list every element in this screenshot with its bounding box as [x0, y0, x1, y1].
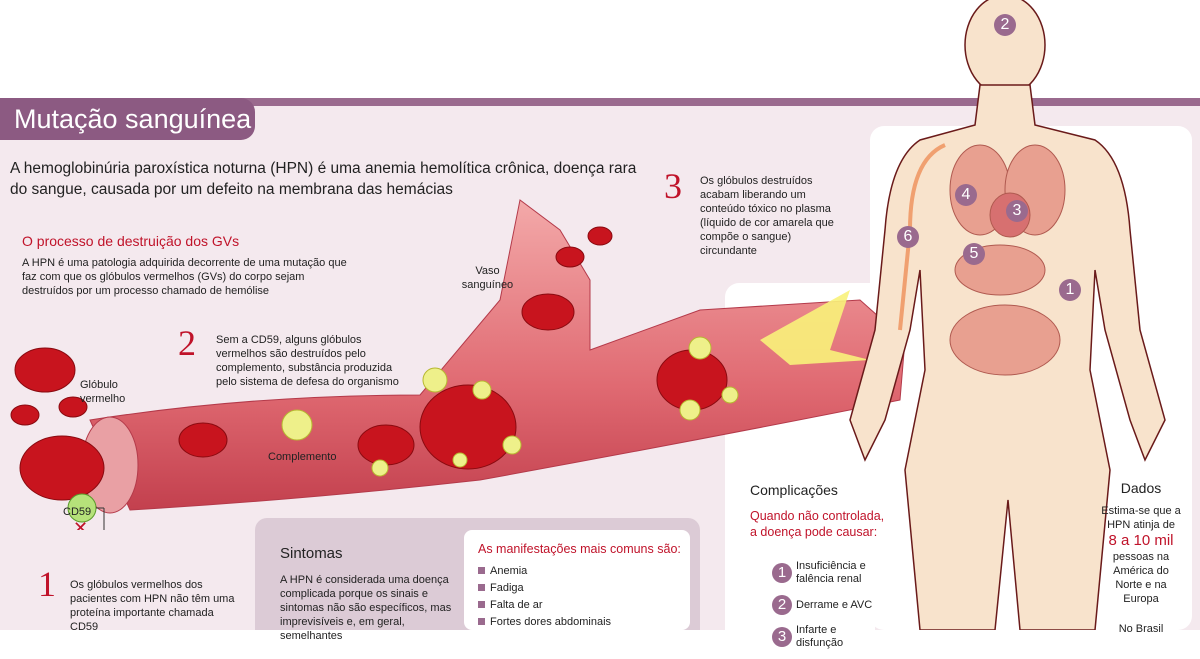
- red-cell: [178, 422, 228, 458]
- organs: [949, 144, 1066, 376]
- vessel-label: Vaso sanguíneo: [461, 265, 514, 291]
- body-marker-2: 2: [994, 14, 1016, 36]
- symptom-item: Fadiga: [478, 581, 611, 595]
- symptom-item: Fortes dores abdominais: [478, 615, 611, 629]
- symptoms-list: As manifestações mais comuns são: Anemia…: [464, 530, 690, 630]
- red-cell: [357, 424, 415, 466]
- blood-vessel-arm: [898, 143, 946, 331]
- red-cell: [587, 226, 613, 246]
- symptom-item: Falta de ar: [478, 598, 611, 612]
- facts-brazil: No Brasil: [1118, 623, 1164, 635]
- intro-text: A hemoglobinúria paroxística noturna (HP…: [10, 160, 637, 198]
- red-cells: [10, 226, 728, 501]
- process-heading: O processo de destruição dos GVs: [22, 233, 240, 249]
- facts-heading: Dados: [1120, 480, 1162, 496]
- red-cell: [58, 396, 88, 418]
- facts-box: Dados Estima-se que a HPN atinja de 8 a …: [1100, 480, 1182, 636]
- red-cell: [10, 404, 40, 426]
- facts-post: pessoas na América do Norte e na Europa: [1112, 551, 1170, 605]
- complications-subheading: Quando não controlada, a doença pode cau…: [750, 509, 885, 539]
- red-cell: [555, 246, 585, 268]
- cd59-label: CD59: [63, 506, 92, 518]
- facts-pre: Estima-se que a HPN atinja de: [1101, 505, 1181, 531]
- page-title: Mutação sanguínea: [0, 98, 255, 140]
- symptom-item: Anemia: [478, 564, 611, 578]
- step-1-text: Os glóbulos vermelhos dos pacientes com …: [70, 579, 235, 633]
- body-marker-1: 1: [1059, 279, 1081, 301]
- missing-x-icon: ✕: [73, 518, 88, 530]
- red-cell: [19, 435, 105, 501]
- facts-highlight: 8 a 10 mil: [1108, 532, 1174, 549]
- header-band: [0, 98, 1200, 106]
- complement-particles: [281, 336, 739, 477]
- step-3-text: Os glóbulos destruídos acabam liberando …: [700, 175, 834, 257]
- step-1-number: 1: [38, 564, 56, 604]
- body-marker-3: 3: [1006, 200, 1028, 222]
- toxic-release: [760, 290, 870, 365]
- human-body-illustration: [849, 0, 1166, 630]
- body-marker-6: 6: [897, 226, 919, 248]
- red-cell-label: Glóbulo vermelho: [80, 379, 126, 405]
- red-cell: [419, 384, 517, 470]
- complement-label: Complemento: [268, 451, 337, 463]
- body-marker-4: 4: [955, 184, 977, 206]
- symptoms-list-heading: As manifestações mais comuns são:: [478, 542, 681, 556]
- symptoms-heading: Sintomas: [280, 545, 343, 562]
- step-2-number: 2: [178, 323, 196, 363]
- step-2-text: Sem a CD59, alguns glóbulos vermelhos sã…: [216, 334, 399, 388]
- body-marker-5: 5: [963, 243, 985, 265]
- complications-heading: Complicações: [750, 482, 838, 498]
- step-3-number: 3: [664, 166, 682, 206]
- red-cell: [14, 347, 76, 393]
- red-cell: [521, 293, 575, 331]
- vessel-illustration: ✕: [10, 199, 906, 530]
- symptoms-text: A HPN é considerada uma doença complicad…: [280, 574, 452, 642]
- process-description: A HPN é uma patologia adquirida decorren…: [22, 257, 347, 297]
